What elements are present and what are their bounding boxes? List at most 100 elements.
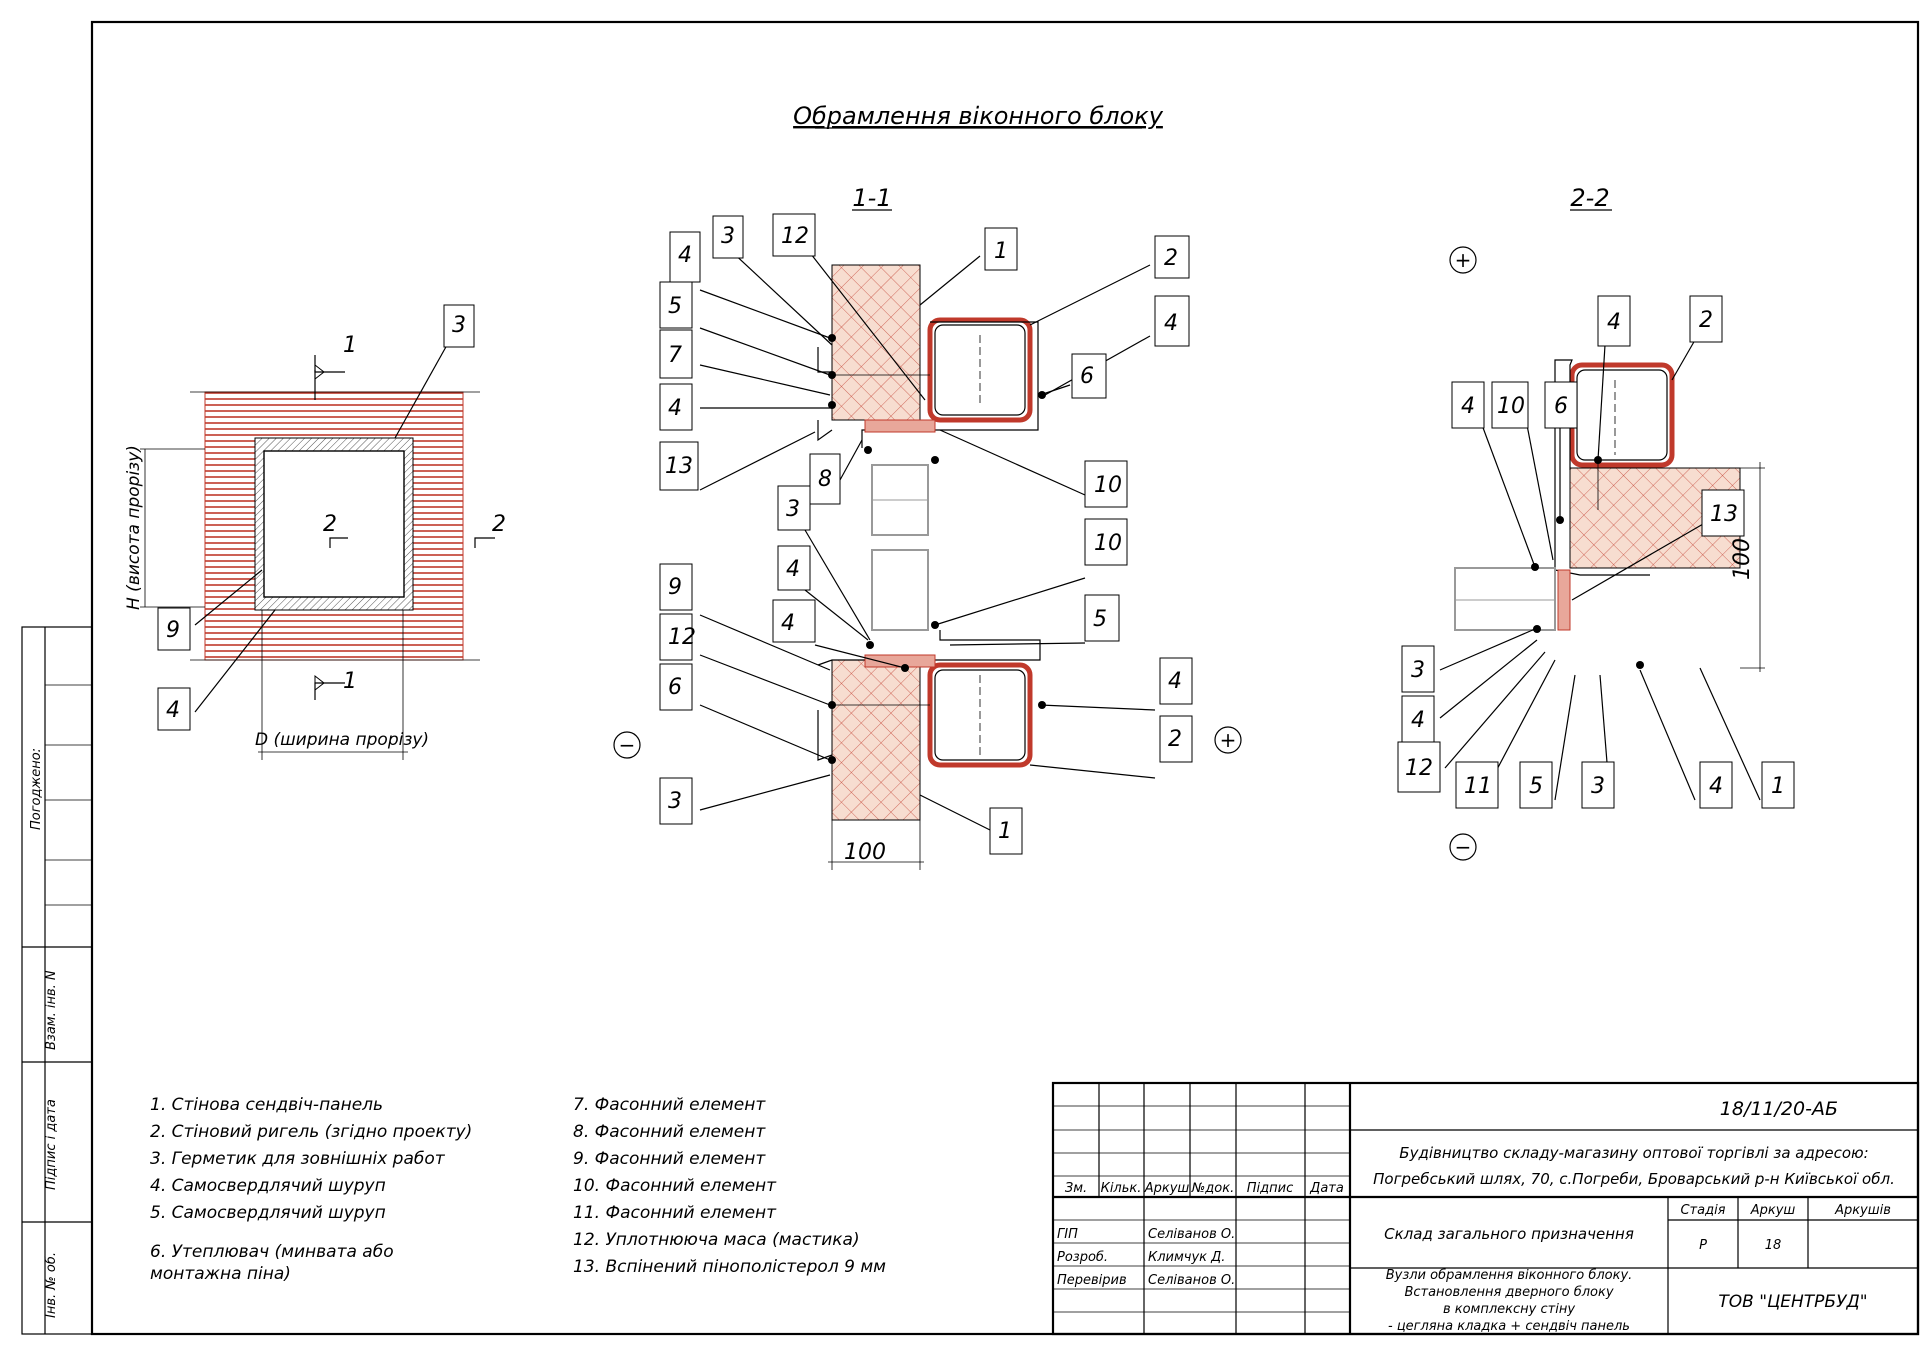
plan-section-mark-top: 1 [343, 333, 357, 358]
s11-callout-4e: 5 [1093, 607, 1107, 632]
section-2-2-callouts [1397, 295, 1795, 809]
s11-callout-10b: 10 [1094, 531, 1122, 556]
plan-callout-3: 3 [452, 313, 466, 338]
plan-callout-4: 4 [166, 698, 180, 723]
sheet-title-4: - цегляна кладка + сендвіч панель [1388, 1319, 1630, 1334]
s11-callout-4b: 4 [668, 396, 682, 421]
legend-item-2: 2. Стіновий ригель (згідно проекту) [150, 1122, 472, 1142]
s11-callout-4f: 6 [668, 675, 682, 700]
legend-item-5: 5. Самосвердлячий шуруп [150, 1203, 386, 1223]
col-header-kilk: Кільк. [1101, 1181, 1142, 1196]
object-name: Склад загального призначення [1384, 1225, 1634, 1243]
s22-callout-10: 10 [1497, 394, 1525, 419]
plan-view [140, 304, 495, 760]
sheet-header: Аркуш [1750, 1203, 1796, 1218]
s11-callout-12a: 12 [781, 224, 809, 249]
legend-item-6: 6. Утеплювач (минвата або [150, 1242, 394, 1262]
s11-callout-8: 8 [818, 467, 832, 492]
plan-section-mark-left: 2 [323, 512, 337, 537]
legend-item-11: 11. Фасонний елемент [573, 1203, 777, 1223]
s11-callout-4g: 2 [1168, 727, 1182, 752]
minus-label-1: − [619, 733, 636, 757]
side-stamp-inv-orig: Інв. № об. [44, 1252, 59, 1318]
s11-callout-12b: 4 [781, 611, 795, 636]
section-1-1-dimension: 100 [844, 840, 886, 865]
legend-item-8: 8. Фасонний елемент [573, 1122, 766, 1142]
title-block [1051, 1081, 1920, 1336]
s22-callout-4d: 4 [1709, 774, 1723, 799]
section-1-1-label: 1-1 [852, 184, 891, 212]
plan-height-label: H (висота прорізу) [124, 445, 144, 610]
section-2-2-label: 2-2 [1570, 184, 1609, 212]
s11-callout-4c: 4 [1164, 311, 1178, 336]
side-stamp-sign-date: Підпис і дата [44, 1099, 59, 1190]
section-1-1-drawing [699, 239, 1156, 870]
legend-item-10: 10. Фасонний елемент [573, 1176, 777, 1196]
s11-callout-2a: 2 [1164, 246, 1178, 271]
legend-item-13: 13. Вспінений пінополістерол 9 мм [573, 1257, 886, 1277]
company-name: ТОВ "ЦЕНТРБУД" [1718, 1292, 1867, 1312]
role-gip: ГІП [1057, 1227, 1078, 1242]
section-2-2-dimension: 100 [1730, 538, 1755, 580]
s22-callout-4a: 4 [1607, 310, 1621, 335]
s11-callout-9: 9 [668, 575, 682, 600]
col-header-ndok: №док. [1191, 1181, 1234, 1196]
col-header-pidpys: Підпис [1247, 1181, 1293, 1196]
s11-callout-4a: 4 [678, 243, 692, 268]
s11-callout-7: 7 [668, 343, 682, 368]
legend-item-12: 12. Уплотнююча маса (мастика) [573, 1230, 860, 1250]
s11-callout-3a: 3 [721, 224, 735, 249]
name-gip: Селіванов О. [1148, 1227, 1235, 1242]
sheet-title-1: Вузли обрамлення віконного блоку. [1386, 1268, 1633, 1283]
legend-item-3: 3. Герметик для зовнішніх работ [150, 1149, 446, 1169]
section-1-1-callouts [659, 213, 1193, 855]
stage-value: Р [1699, 1238, 1707, 1253]
col-header-arkush: Аркуш [1144, 1181, 1190, 1196]
plus-symbol-2 [1449, 246, 1477, 274]
doc-code: 18/11/20-АБ [1720, 1098, 1838, 1120]
s11-callout-13: 13 [665, 454, 693, 479]
sheet-value: 18 [1765, 1238, 1782, 1253]
s22-callout-2: 2 [1699, 308, 1713, 333]
name-rozrob: Климчук Д. [1148, 1250, 1225, 1265]
legend-item-9: 9. Фасонний елемент [573, 1149, 766, 1169]
name-pereviryv: Селіванов О. [1148, 1273, 1235, 1288]
page-title: Обрамлення віконного блоку [793, 102, 1164, 130]
col-header-zm: Зм. [1065, 1181, 1087, 1196]
minus-symbol-1 [613, 731, 641, 759]
col-header-data: Дата [1309, 1181, 1344, 1196]
s22-callout-11: 11 [1464, 774, 1492, 799]
s11-callout-10a: 10 [1094, 473, 1122, 498]
plus-label-2: + [1455, 248, 1472, 272]
s22-callout-5: 5 [1529, 774, 1543, 799]
s22-callout-4b: 4 [1461, 394, 1475, 419]
role-rozrob: Розроб. [1057, 1250, 1108, 1265]
s22-callout-4c: 4 [1411, 708, 1425, 733]
legend-right: 7. Фасонний елемент 8. Фасонний елемент … [573, 1095, 886, 1277]
s11-callout-5a: 5 [668, 294, 682, 319]
s11-callout-6b: 4 [1168, 669, 1182, 694]
plan-section-mark-right: 2 [492, 512, 506, 537]
s22-callout-12: 12 [1405, 756, 1433, 781]
project-line-2: Погребський шлях, 70, с.Погреби, Броварс… [1373, 1170, 1895, 1188]
s22-callout-6: 6 [1554, 394, 1568, 419]
minus-label-2: − [1455, 835, 1472, 859]
side-stamp-agreed: Погоджено: [29, 748, 44, 830]
plus-label-1: + [1220, 728, 1237, 752]
stage-header: Стадія [1680, 1203, 1725, 1218]
legend-item-6b: монтажна піна) [150, 1264, 291, 1284]
s11-callout-3b: 3 [786, 497, 800, 522]
minus-symbol-2 [1449, 833, 1477, 861]
sheets-header: Аркушів [1834, 1203, 1891, 1218]
plan-section-mark-bottom: 1 [343, 669, 357, 694]
s11-callout-3c: 3 [668, 789, 682, 814]
side-stamp [21, 626, 93, 1335]
plan-callout-9: 9 [166, 618, 180, 643]
plus-symbol-1 [1214, 726, 1242, 754]
legend-left: 1. Стінова сендвіч-панель 2. Стіновий ри… [150, 1095, 472, 1284]
project-line-1: Будівництво складу-магазину оптової торг… [1399, 1144, 1868, 1162]
s22-callout-3b: 3 [1591, 774, 1605, 799]
role-pereviryv: Перевірив [1057, 1273, 1127, 1288]
legend-item-1: 1. Стінова сендвіч-панель [150, 1095, 383, 1115]
s11-callout-4d: 4 [786, 557, 800, 582]
